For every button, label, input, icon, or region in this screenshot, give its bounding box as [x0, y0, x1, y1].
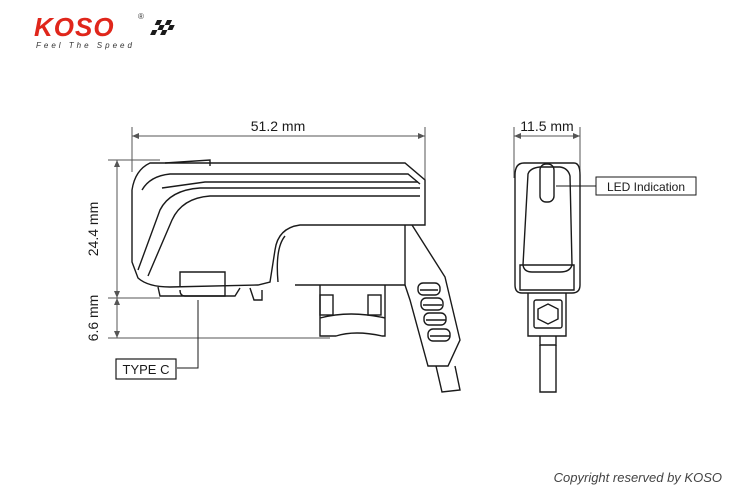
connector-height-dimension-label: 6.6 mm	[85, 295, 101, 342]
length-dimension-label: 51.2 mm	[251, 118, 305, 134]
side-view	[131, 159, 461, 393]
led-indication-callout: LED Indication	[607, 180, 685, 194]
front-view	[514, 162, 581, 393]
body-height-dimension-label: 24.4 mm	[85, 202, 101, 256]
type-c-callout: TYPE C	[123, 362, 170, 377]
checkered-flag-icon	[150, 20, 175, 35]
registered-mark: ®	[138, 12, 144, 21]
width-dimension-label: 11.5 mm	[520, 118, 573, 134]
brand-name: KOSO	[34, 12, 115, 42]
copyright-notice: Copyright reserved by KOSO	[553, 470, 722, 485]
brand-tagline: Feel The Speed	[36, 41, 135, 50]
